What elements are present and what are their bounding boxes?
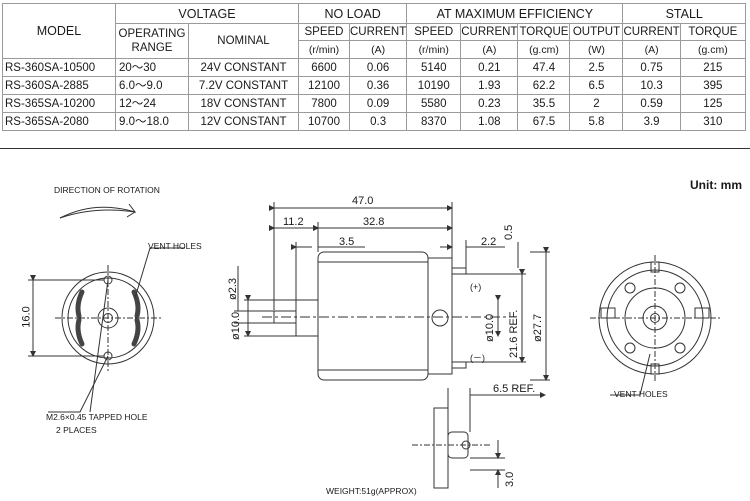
header-model: MODEL [2, 3, 116, 59]
unit-output-eff: (W) [569, 40, 624, 59]
direction-of-rotation-label: DIRECTION OF ROTATION [54, 185, 160, 195]
table-cell: 0.3 [348, 112, 408, 131]
vent-holes-left-label: VENT HOLES [148, 241, 202, 251]
header-current-noload: CURRENT [348, 23, 408, 41]
table-cell: 395 [679, 76, 747, 95]
vent-slot [131, 317, 141, 347]
table-cell: 5.8 [569, 112, 624, 131]
table-cell: 3.9 [622, 112, 681, 131]
spec-table: MODEL VOLTAGE NO LOAD AT MAXIMUM EFFICIE… [2, 3, 747, 131]
header-nominal: NOMINAL [188, 23, 299, 59]
table-cell: 9.0～18.0 [115, 112, 189, 131]
dim-11-2: 11.2 [283, 216, 304, 228]
header-operating-line2: RANGE [131, 42, 173, 54]
header-torque-stall: TORQUE [679, 23, 747, 41]
unit-speed-noload: (r/min) [298, 40, 350, 59]
dim-21-6: 21.6 REF. [508, 309, 520, 358]
unit-label: Unit: mm [690, 178, 742, 192]
header-operating-range: OPERATING RANGE [115, 23, 189, 59]
header-no-load: NO LOAD [297, 3, 408, 24]
places-label: 2 PLACES [56, 425, 97, 435]
table-cell: 8370 [406, 112, 462, 131]
vent-holes-right-label: VENT HOLES [614, 389, 668, 399]
model-cell: RS-365SA-10200 [2, 94, 116, 113]
table-cell: 6600 [298, 58, 350, 77]
terminal-detail [412, 388, 546, 489]
header-operating-line1: OPERATING [118, 28, 186, 40]
header-torque-eff: TORQUE [517, 23, 571, 41]
weight-label: WEIGHT:51g(APPROX) [326, 486, 417, 496]
tapped-hole-label: M2.6×0.45 TAPPED HOLE [46, 412, 148, 422]
table-cell: 12～24 [115, 94, 189, 113]
dim-d10-left: ø10.0 [230, 311, 242, 340]
header-voltage: VOLTAGE [115, 3, 299, 24]
table-cell: 10190 [406, 76, 462, 95]
dim-32-8: 32.8 [363, 216, 385, 228]
dim-16: 16.0 [20, 306, 33, 328]
side-view [234, 202, 550, 381]
dim-0-5: 0.5 [503, 224, 515, 240]
vent-slot [75, 289, 85, 319]
terminal-minus-label: (－) [470, 353, 485, 363]
model-cell: RS-360SA-10500 [2, 58, 116, 77]
header-speed-eff: SPEED [406, 23, 462, 41]
header-current-stall: CURRENT [622, 23, 681, 41]
table-cell: 1.08 [460, 112, 519, 131]
terminal-plus-label: (+) [470, 282, 482, 292]
left-end-view [28, 203, 185, 413]
table-cell: 1.93 [460, 76, 519, 95]
dim-47: 47.0 [352, 195, 374, 207]
dim-3-5: 3.5 [339, 236, 355, 248]
dim-3-0: 3.0 [504, 471, 516, 487]
vent-slot [75, 317, 85, 347]
dim-d10-right: ø10.0 [484, 313, 496, 342]
vent-slot [131, 289, 141, 319]
header-stall: STALL [622, 3, 746, 24]
table-cell: 67.5 [517, 112, 571, 131]
right-end-view [590, 255, 720, 396]
dim-d2-3: ø2.3 [227, 277, 239, 300]
table-cell: 7800 [298, 94, 350, 113]
model-cell: RS-365SA-2080 [2, 112, 116, 131]
section-divider [0, 148, 750, 149]
table-cell: 5580 [406, 94, 462, 113]
dim-d27-7: ø27.7 [532, 313, 544, 342]
unit-torque-stall: (g.cm) [679, 40, 747, 59]
table-cell: 215 [679, 58, 747, 77]
table-cell: 10700 [298, 112, 350, 131]
table-cell: 310 [679, 112, 747, 131]
header-output-eff: OUTPUT [569, 23, 624, 41]
table-cell: 35.5 [517, 94, 571, 113]
header-current-eff: CURRENT [460, 23, 519, 41]
table-cell: 12V CONSTANT [188, 112, 299, 131]
table-cell: 12100 [298, 76, 350, 95]
dim-6-5: 6.5 REF. [493, 383, 536, 395]
dim-2-2: 2.2 [481, 236, 497, 248]
